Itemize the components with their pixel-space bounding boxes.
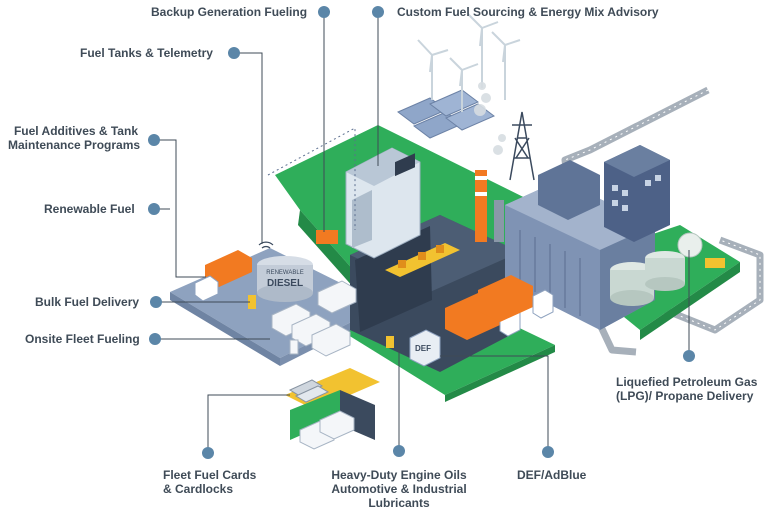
fleet-vans [271, 280, 357, 357]
dot-onsite-fleet [149, 333, 161, 345]
dot-lpg [683, 350, 695, 362]
label-engine-oils-line2: Automotive & Industrial [331, 482, 467, 496]
label-bulk-fuel: Bulk Fuel Delivery [35, 295, 140, 309]
telemetry-signal-icon [258, 241, 274, 249]
smoke [474, 82, 506, 155]
label-lpg-line2: (LPG)/ Propane Delivery [616, 389, 754, 403]
label-fuel-additives-line2: Maintenance Programs [8, 138, 141, 152]
label-fleet-cards: Fleet Fuel Cards & Cardlocks [163, 468, 256, 496]
label-engine-oils-line1: Heavy-Duty Engine Oils [331, 468, 467, 482]
dot-bulk-fuel [150, 296, 162, 308]
control-room [345, 147, 421, 259]
onsite-pump [289, 339, 299, 355]
cardlock-station [285, 368, 380, 450]
label-lpg: Liquefied Petroleum Gas (LPG)/ Propane D… [616, 375, 757, 403]
power-pylon [509, 111, 535, 181]
lubricant-drums [386, 330, 404, 348]
label-fuel-additives-line1: Fuel Additives & Tank [13, 124, 138, 138]
dotted-outline [267, 127, 356, 230]
label-def: DEF/AdBlue [517, 468, 587, 482]
fuel-tanker-truck [194, 250, 252, 302]
label-fuel-additives: Fuel Additives & Tank Maintenance Progra… [8, 124, 141, 152]
label-renewable-fuel: Renewable Fuel [44, 202, 135, 216]
lpg-tanks [610, 232, 725, 306]
tank-text-line2: DIESEL [267, 278, 303, 289]
def-tank-text: DEF [415, 344, 431, 353]
def-tank: DEF [409, 329, 441, 367]
tank-text-line1: RENEWABLE [266, 270, 303, 276]
label-engine-oils: Heavy-Duty Engine Oils Automotive & Indu… [319, 468, 479, 510]
dot-fleet-cards [202, 447, 214, 459]
label-fleet-cards-line1: Fleet Fuel Cards [163, 468, 257, 482]
fuel-card-icon [288, 379, 330, 403]
label-fuel-tanks: Fuel Tanks & Telemetry [80, 46, 213, 60]
renewable-diesel-tank: RENEWABLE DIESEL [257, 256, 313, 302]
dot-custom-sourcing [372, 6, 384, 18]
label-backup-generation: Backup Generation Fueling [151, 5, 308, 19]
dot-fuel-tanks [228, 47, 240, 59]
delivery-trucks [445, 275, 554, 340]
callout-dots [148, 6, 695, 459]
dot-def [542, 446, 554, 458]
dot-backup-generation [318, 6, 330, 18]
dot-engine-oils [393, 445, 405, 457]
dot-renewable-fuel [148, 203, 160, 215]
dot-fuel-additives [148, 134, 160, 146]
label-fleet-cards-line2: & Cardlocks [163, 482, 234, 496]
wind-turbines [417, 13, 521, 112]
label-custom-sourcing: Custom Fuel Sourcing & Energy Mix Adviso… [397, 5, 659, 19]
conveyor-belt [385, 243, 460, 277]
fuel-pump [248, 295, 256, 309]
label-onsite-fleet: Onsite Fleet Fueling [25, 332, 140, 346]
smokestacks [475, 170, 504, 242]
label-engine-oils-line3: Lubricants [368, 496, 430, 510]
backup-generator [316, 230, 338, 244]
label-lpg-line1: Liquefied Petroleum Gas [616, 375, 758, 389]
